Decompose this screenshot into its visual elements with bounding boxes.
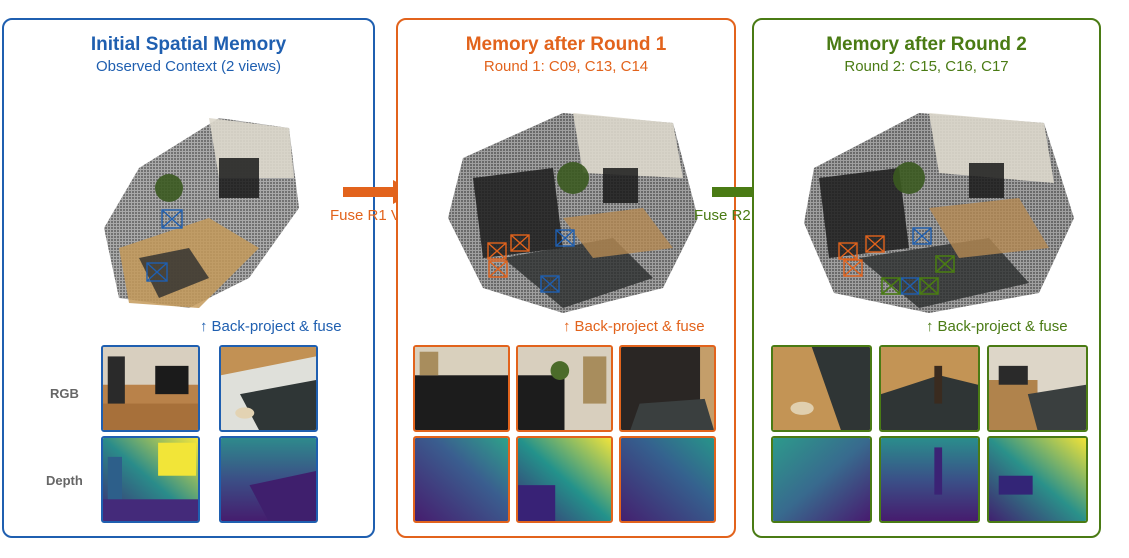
rgb-thumbnail: [987, 345, 1088, 432]
camera-frustum-icon: [488, 260, 508, 278]
panel-initial-memory: Initial Spatial Memory Observed Context …: [2, 18, 375, 538]
camera-frustum-icon: [540, 275, 560, 293]
panel-subtitle: Observed Context (2 views): [95, 58, 282, 75]
camera-frustum-icon: [146, 262, 168, 282]
backproject-label: ↑Back-project & fuse: [200, 318, 342, 335]
depth-thumbnail: [771, 436, 872, 523]
rgb-thumbnail: [619, 345, 716, 432]
rgb-thumbnail: [413, 345, 510, 432]
camera-frustum-icon: [935, 255, 955, 273]
depth-thumbnail: [879, 436, 980, 523]
camera-frustum-icon: [487, 242, 507, 260]
camera-frustum-icon: [865, 235, 885, 253]
rgb-thumbnail: [771, 345, 872, 432]
arrow-up-icon: ↑: [926, 318, 934, 335]
camera-frustum-icon: [900, 277, 920, 295]
point-cloud-initial: [104, 118, 299, 308]
panel-subtitle: Round 1: C09, C13, C14: [483, 58, 649, 75]
rgb-thumbnail: [879, 345, 980, 432]
panel-title: Memory after Round 1: [465, 34, 667, 55]
depth-thumbnail: [101, 436, 200, 523]
rgb-thumbnail: [516, 345, 613, 432]
camera-frustum-icon: [510, 234, 530, 252]
camera-frustum-icon: [919, 277, 939, 295]
depth-thumbnail: [516, 436, 613, 523]
depth-thumbnail: [619, 436, 716, 523]
depth-thumbnail: [219, 436, 318, 523]
camera-frustum-icon: [555, 229, 575, 247]
panel-round-1: Memory after Round 1 Round 1: C09, C13, …: [396, 18, 736, 538]
point-cloud-round-1: [448, 113, 698, 313]
point-cloud-round-2: [804, 113, 1074, 313]
rgb-thumbnail: [219, 345, 318, 432]
panel-subtitle: Round 2: C15, C16, C17: [844, 58, 1009, 75]
arrow-up-icon: ↑: [200, 318, 208, 335]
panel-title: Memory after Round 2: [826, 34, 1027, 55]
camera-frustum-icon: [161, 209, 183, 229]
row-label-depth: Depth: [46, 473, 83, 488]
panel-round-2: Memory after Round 2 Round 2: C15, C16, …: [752, 18, 1101, 538]
backproject-label: ↑Back-project & fuse: [563, 318, 705, 335]
camera-frustum-icon: [843, 259, 863, 277]
arrow-up-icon: ↑: [563, 318, 571, 335]
depth-thumbnail: [987, 436, 1088, 523]
panel-title: Initial Spatial Memory: [90, 34, 287, 55]
backproject-label: ↑Back-project & fuse: [926, 318, 1068, 335]
camera-frustum-icon: [881, 277, 901, 295]
rgb-thumbnail: [101, 345, 200, 432]
camera-frustum-icon: [838, 242, 858, 260]
depth-thumbnail: [413, 436, 510, 523]
row-label-rgb: RGB: [50, 386, 79, 401]
camera-frustum-icon: [912, 227, 932, 245]
